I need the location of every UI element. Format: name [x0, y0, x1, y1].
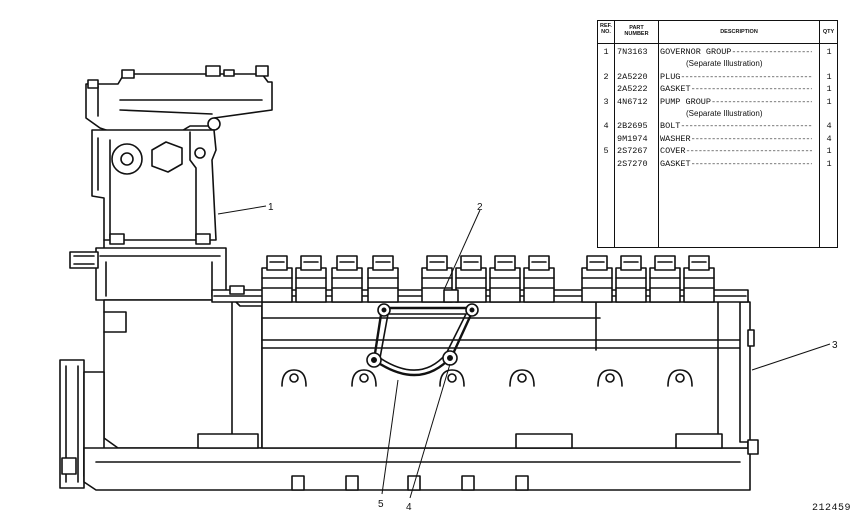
table-row: 2 2A5220 PLUG-----------------------------… — [598, 71, 837, 83]
row-description: GASKET----------------------------------… — [660, 158, 812, 170]
header-ref-no: REF. NO. — [598, 23, 614, 35]
row-qty: 4 — [826, 133, 832, 144]
table-header-divider — [598, 43, 837, 44]
row-qty: 4 — [826, 121, 832, 132]
row-part-number: 2A5220 — [617, 71, 648, 82]
callout-5: 5 — [378, 499, 384, 510]
row-part-number: 2B2695 — [617, 121, 648, 132]
leader-dots: ---------------------------------------- — [690, 158, 812, 169]
row-description: WASHER----------------------------------… — [660, 133, 812, 145]
row-qty: 1 — [826, 47, 832, 57]
row-qty: 1 — [826, 96, 832, 107]
row-part-number: 2A5222 — [617, 84, 648, 95]
row-qty: 1 — [826, 71, 832, 82]
inspection-cover — [366, 289, 479, 377]
mounting-ears — [281, 369, 693, 387]
callout-leaders — [217, 205, 831, 499]
table-row: (Separate Illustration) — [598, 58, 837, 70]
table-divider — [658, 21, 659, 247]
callout-labels: 1 2 3 4 5 — [268, 202, 838, 513]
row-ref-no: 4 — [603, 121, 609, 132]
row-part-number: 2S7267 — [617, 146, 648, 157]
table-row: 2S7270 GASKET----------------------------… — [598, 158, 837, 170]
row-qty: 1 — [826, 84, 832, 95]
table-row: 9M1974 WASHER----------------------------… — [598, 133, 837, 145]
header-part-number: PART NUMBER — [615, 25, 658, 37]
row-description: GOVERNOR GROUP--------------------------… — [660, 46, 812, 58]
table-row: 4 2B2695 BOLT-----------------------------… — [598, 120, 837, 132]
row-ref-no: 5 — [603, 146, 609, 157]
row-description: PLUG------------------------------------… — [660, 71, 812, 83]
row-ref-no: 1 — [603, 47, 609, 57]
row-qty: 1 — [826, 158, 832, 169]
row-part-number: 7N3163 — [617, 47, 648, 57]
table-row: 3 4N6712 PUMP GROUP-----------------------… — [598, 96, 837, 108]
governor-group — [69, 65, 273, 301]
row-note: (Separate Illustration) — [686, 109, 763, 118]
header-qty: QTY — [822, 29, 835, 35]
leader-dots: ---------------------------------------- — [685, 146, 812, 157]
row-part-number: 4N6712 — [617, 96, 648, 107]
row-qty: 1 — [826, 146, 832, 157]
row-description: BOLT------------------------------------… — [660, 120, 812, 132]
callout-4: 4 — [406, 502, 412, 513]
row-ref-no: 2 — [603, 71, 609, 82]
row-ref-no: 3 — [603, 96, 609, 107]
row-description: COVER-----------------------------------… — [660, 145, 812, 157]
table-divider — [614, 21, 615, 247]
leader-dots: ---------------------------------------- — [690, 133, 812, 144]
callout-3: 3 — [832, 340, 838, 351]
callout-2: 2 — [477, 202, 483, 213]
leader-dots: ---------------------------------------- — [680, 121, 812, 132]
table-row: (Separate Illustration) — [598, 108, 837, 120]
pump-barrels — [261, 255, 715, 303]
row-part-number: 2S7270 — [617, 158, 648, 169]
table-row: 5 2S7267 COVER----------------------------… — [598, 145, 837, 157]
leader-dots: ---------------------------------------- — [690, 84, 812, 95]
header-ref-line2: NO. — [601, 29, 611, 35]
table-row: 2A5222 GASKET----------------------------… — [598, 83, 837, 95]
table-divider — [819, 21, 820, 247]
row-description: GASKET----------------------------------… — [660, 83, 812, 95]
figure-number: 212459 — [812, 503, 851, 514]
header-description: DESCRIPTION — [720, 29, 758, 35]
header-ref-line1: REF. — [600, 23, 612, 29]
pump-body — [59, 299, 759, 491]
parts-list-table: REF. NO. PART NUMBER DESCRIPTION QTY 1 7N… — [597, 20, 838, 248]
leader-dots: ---------------------------------------- — [731, 47, 812, 57]
leader-dots: ---------------------------------------- — [680, 71, 812, 82]
header-part-line1: PART — [629, 25, 644, 31]
header-part-line2: NUMBER — [624, 31, 649, 37]
pump-group — [211, 255, 749, 303]
table-row: 1 7N3163 GOVERNOR GROUP-------------------… — [598, 46, 837, 58]
row-description: PUMP GROUP------------------------------… — [660, 96, 812, 108]
callout-1: 1 — [268, 202, 274, 213]
leader-dots: ---------------------------------------- — [711, 96, 812, 107]
row-note: (Separate Illustration) — [686, 59, 763, 69]
row-part-number: 9M1974 — [617, 133, 648, 144]
